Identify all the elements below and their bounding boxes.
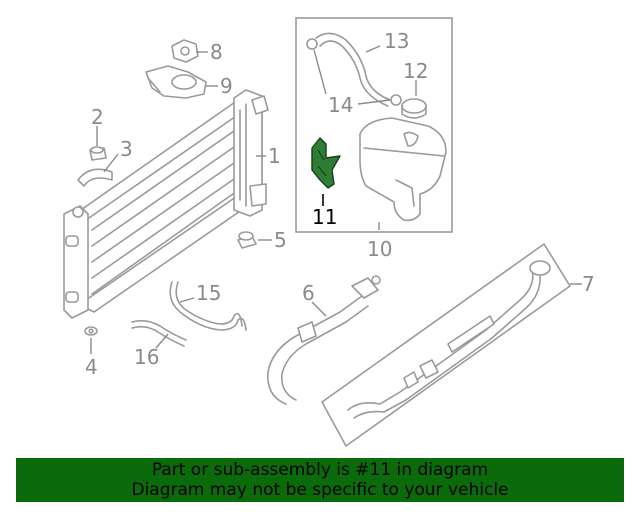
reservoir-cap — [401, 98, 427, 119]
hose-assembly — [321, 243, 571, 447]
radiator — [63, 89, 269, 319]
highlighted-part-11 — [311, 137, 341, 189]
callout-labels: 1 2 3 4 5 6 7 8 9 10 11 12 13 14 15 16 — [85, 29, 595, 379]
bypass-hose — [169, 281, 247, 331]
reservoir-assembly-box — [295, 17, 453, 233]
radiator-hose — [267, 275, 381, 405]
callout-5: 5 — [274, 228, 287, 252]
lower-insulator — [84, 326, 98, 336]
banner-line-2: Diagram may not be specific to your vehi… — [131, 480, 509, 500]
callout-11: 11 — [312, 205, 337, 229]
callout-14: 14 — [328, 93, 353, 117]
parts-diagram: 1 2 3 4 5 6 7 8 9 10 11 12 13 14 15 16 — [63, 17, 595, 447]
callout-9: 9 — [220, 74, 233, 98]
callout-2: 2 — [91, 105, 104, 129]
callout-8: 8 — [210, 40, 223, 64]
banner-line-1: Part or sub-assembly is #11 in diagram — [151, 460, 489, 480]
mount-clip — [77, 168, 113, 187]
callout-3: 3 — [120, 137, 133, 161]
lower-mount — [237, 231, 257, 249]
info-banner: Part or sub-assembly is #11 in diagram D… — [16, 458, 624, 502]
radiator-cap — [171, 39, 199, 63]
callout-15: 15 — [196, 281, 221, 305]
callout-13: 13 — [384, 29, 409, 53]
leader-lines — [90, 45, 582, 354]
callout-4: 4 — [85, 355, 98, 379]
heater-hose — [131, 319, 187, 347]
callout-12: 12 — [403, 59, 428, 83]
callout-16: 16 — [134, 345, 159, 369]
mount-bushing — [89, 146, 107, 161]
hose-clamps — [306, 38, 402, 106]
reservoir-hose — [315, 32, 391, 107]
callout-10: 10 — [367, 237, 392, 261]
callout-1: 1 — [268, 144, 281, 168]
callout-6: 6 — [302, 281, 315, 305]
upper-mount-bracket — [145, 65, 207, 99]
reservoir-tank — [359, 117, 447, 222]
callout-7: 7 — [582, 272, 595, 296]
